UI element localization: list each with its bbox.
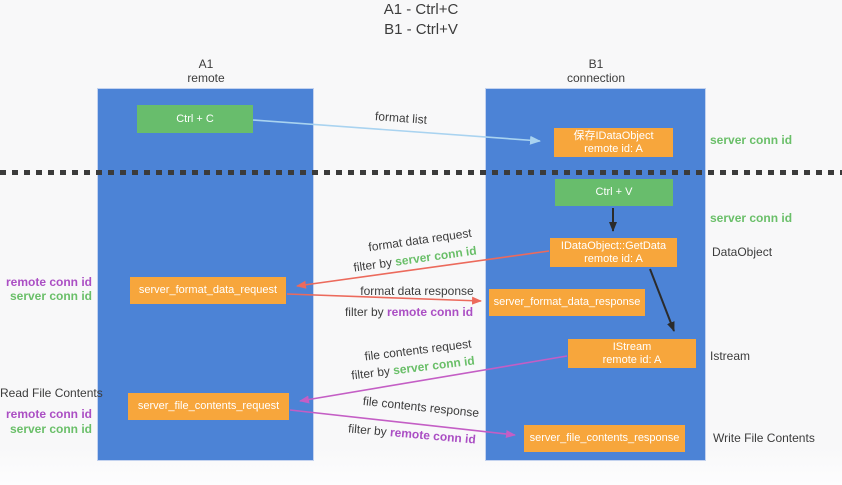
filter-by-text: filter by (352, 255, 393, 275)
remote-conn-id-text: remote conn id (389, 425, 477, 447)
flow-label-format-list: format list (374, 109, 428, 127)
left-label-server-conn-id-2: server conn id (9, 422, 92, 436)
node-istream-line2: remote id: A (602, 353, 662, 366)
column-a1-subtitle: remote (187, 71, 225, 85)
node-ctrl-c-label: Ctrl + C (176, 112, 214, 125)
node-server-format-data-request: server_format_data_request (130, 277, 286, 304)
filter-by-text: filter by (344, 305, 384, 319)
node-file-response-label: server_file_contents_response (529, 432, 680, 444)
node-format-response-label: server_format_data_response (493, 296, 641, 308)
column-a1-name: A1 (198, 57, 214, 71)
node-server-file-contents-request: server_file_contents_request (128, 393, 289, 420)
node-save-idataobject: 保存IDataObject remote id: A (554, 128, 673, 157)
left-label-server-conn-id-1: server conn id (9, 289, 92, 303)
column-header-b1: B1 connection (526, 57, 666, 85)
flow-label-file-contents-response: file contents response (362, 393, 480, 421)
right-label-server-conn-id-1: server conn id (710, 133, 793, 147)
session-separator-dotted-line (0, 170, 842, 175)
left-label-remote-conn-id-1: remote conn id (5, 275, 92, 289)
node-file-request-label: server_file_contents_request (137, 400, 280, 412)
column-header-a1: A1 remote (136, 57, 276, 85)
right-label-istream: Istream (710, 349, 751, 363)
node-ctrl-v-label: Ctrl + V (595, 186, 633, 198)
right-label-dataobject: DataObject (712, 245, 773, 259)
filter-by-text: filter by (347, 421, 388, 439)
remote-conn-id-text: remote conn id (387, 305, 474, 319)
flow-label-filter-by-remote-conn-id-2: filter by remote conn id (348, 421, 477, 446)
node-istream-line1: IStream (612, 340, 652, 353)
node-ctrl-c: Ctrl + C (137, 105, 253, 133)
diagram-title: A1 - Ctrl+C B1 - Ctrl+V (0, 0, 842, 40)
flow-label-filter-by-remote-conn-id-1: filter by remote conn id (345, 305, 473, 319)
node-server-format-data-response: server_format_data_response (489, 289, 645, 316)
title-line-1: A1 - Ctrl+C (383, 1, 459, 18)
left-label-remote-conn-id-2: remote conn id (5, 407, 92, 421)
node-getdata-line2: remote id: A (584, 252, 643, 265)
node-format-request-label: server_format_data_request (138, 284, 278, 296)
flow-label-format-data-response: format data response (360, 284, 474, 298)
right-label-write-file-contents: Write File Contents (713, 431, 815, 445)
node-istream: IStream remote id: A (568, 339, 696, 368)
column-b1-subtitle: connection (566, 71, 626, 85)
node-idataobject-getdata: IDataObject::GetData remote id: A (550, 238, 677, 267)
node-getdata-line1: IDataObject::GetData (560, 239, 667, 252)
node-save-idataobject-line1: 保存IDataObject (573, 129, 654, 142)
node-ctrl-v: Ctrl + V (555, 179, 673, 206)
node-server-file-contents-response: server_file_contents_response (524, 425, 685, 452)
left-label-read-file-contents: Read File Contents (0, 386, 103, 400)
title-line-2: B1 - Ctrl+V (384, 21, 458, 38)
node-save-idataobject-line2: remote id: A (584, 142, 643, 155)
column-b1-name: B1 (588, 57, 604, 71)
filter-by-text: filter by (350, 363, 391, 383)
right-label-server-conn-id-2: server conn id (710, 211, 793, 225)
